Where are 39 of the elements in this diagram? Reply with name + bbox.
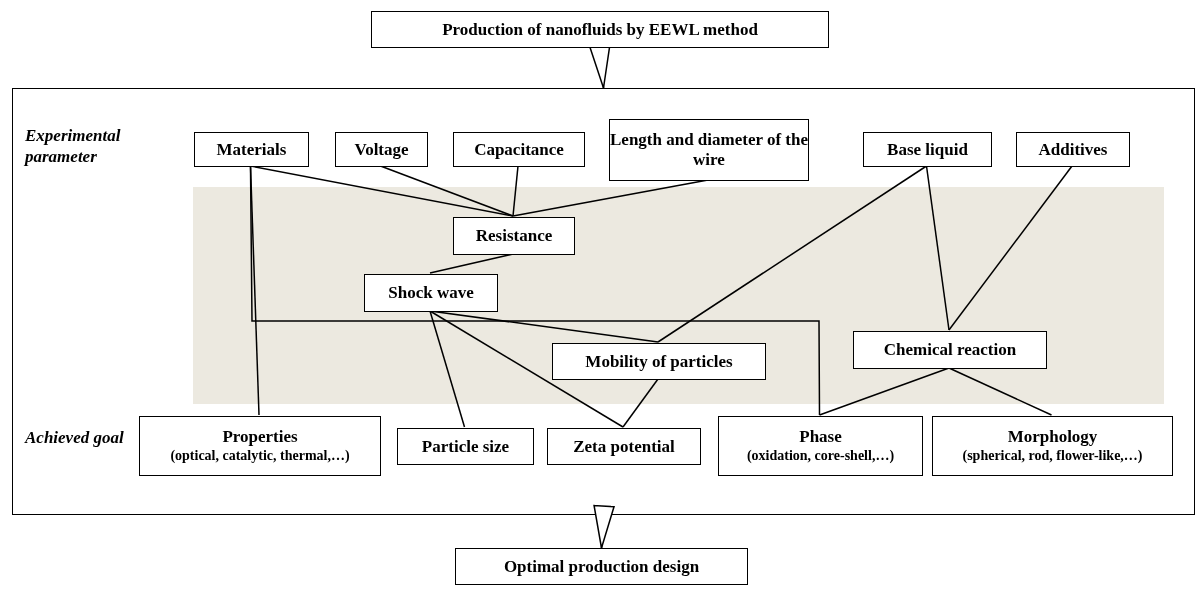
connector-line <box>379 165 514 217</box>
connector-line <box>925 165 950 331</box>
process-box: Particle size <box>397 428 534 465</box>
connector-line <box>512 165 519 217</box>
arrow <box>593 504 615 549</box>
box-note: (oxidation, core-shell,…) <box>746 447 895 465</box>
box-note: (optical, catalytic, thermal,…) <box>170 447 350 465</box>
process-box: Mobility of particles <box>552 343 766 380</box>
connector-line <box>622 378 659 428</box>
connector-line <box>249 165 821 416</box>
process-box: Zeta potential <box>547 428 701 465</box>
process-box: Voltage <box>335 132 428 167</box>
process-box: Base liquid <box>863 132 992 167</box>
process-box: Materials <box>194 132 309 167</box>
box-heading: Phase <box>799 427 842 447</box>
process-box: Chemical reaction <box>853 331 1047 369</box>
box-note: (spherical, rod, flower-like,…) <box>962 447 1143 465</box>
process-box: Optimal production design <box>455 548 748 585</box>
connector-line <box>429 310 466 428</box>
process-box <box>932 416 1173 476</box>
row-heading: Experimental parameter <box>25 125 122 167</box>
connector-line <box>948 165 1073 331</box>
connector-line <box>818 367 950 416</box>
process-box <box>718 416 923 476</box>
box-heading: Properties <box>222 427 298 447</box>
process-box <box>139 416 381 476</box>
process-box: Shock wave <box>364 274 498 312</box>
connector-line <box>429 310 624 428</box>
box-heading: Morphology <box>1007 427 1098 447</box>
connector-line <box>948 367 1053 416</box>
connector-line <box>657 165 928 343</box>
process-box: Capacitance <box>453 132 585 167</box>
shaded-band <box>193 187 1164 404</box>
process-box: Length and diameter of the wire <box>609 119 809 181</box>
row-heading: Achieved goal <box>25 427 125 448</box>
process-box: Production of nanofluids by EEWL method <box>371 11 829 48</box>
process-box: Additives <box>1016 132 1130 167</box>
process-box: Resistance <box>453 217 575 255</box>
frame-panel <box>12 88 1195 515</box>
